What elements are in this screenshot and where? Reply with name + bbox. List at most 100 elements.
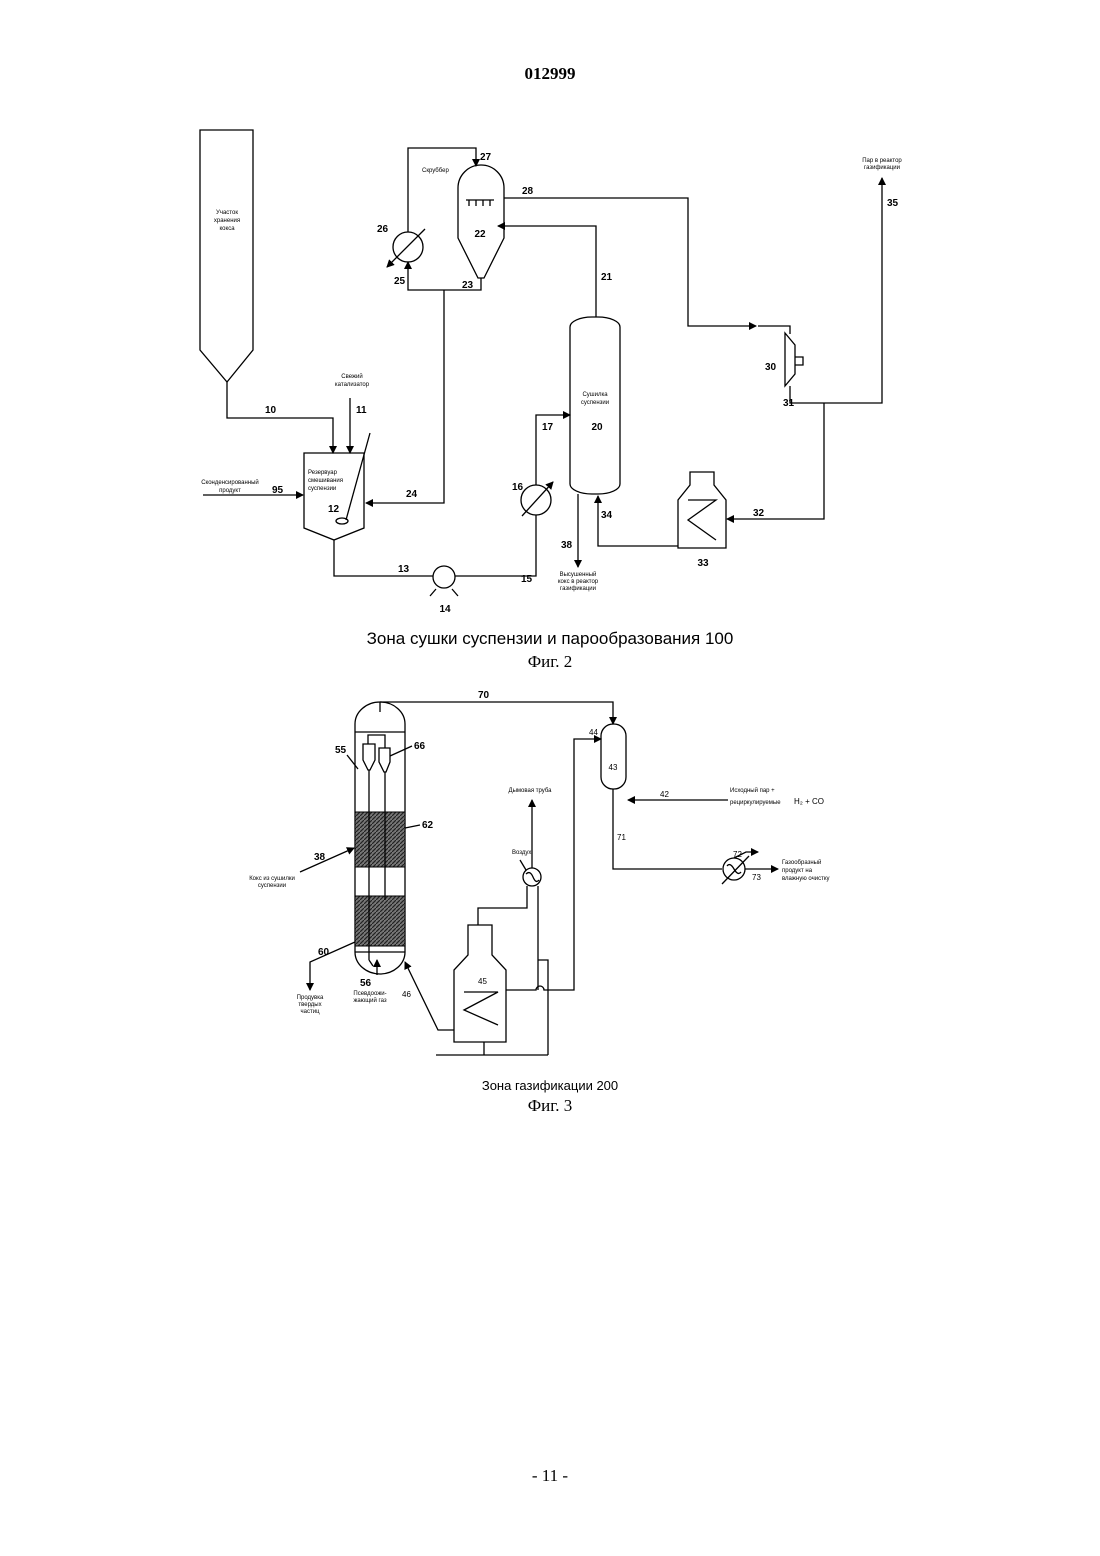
dried-coke-label-3: газификации xyxy=(560,586,596,592)
num-46: 46 xyxy=(402,990,411,999)
num-44: 44 xyxy=(589,728,598,737)
line-24 xyxy=(366,290,444,503)
air-label: Воздух xyxy=(512,850,531,856)
num-21: 21 xyxy=(601,272,613,283)
num-30: 30 xyxy=(765,362,777,373)
dried-coke-label-2: кокс в реактор xyxy=(558,579,599,585)
figure-2-label: Фиг. 2 xyxy=(0,652,1100,672)
gas-product-label-2: продукт на xyxy=(782,868,813,874)
dried-coke-label-1: Высушенный xyxy=(560,571,597,578)
separator-vessel-43 xyxy=(601,724,626,789)
spray-nozzle-icon xyxy=(466,200,494,206)
num-16: 16 xyxy=(512,482,524,493)
fresh-catalyst-label-1: Свежий xyxy=(341,373,362,380)
line-21 xyxy=(498,226,596,317)
heating-coil-icon xyxy=(688,500,716,540)
num-60: 60 xyxy=(318,947,330,958)
purge-label-3: частиц xyxy=(301,1009,321,1015)
num-35: 35 xyxy=(887,198,899,209)
line-13 xyxy=(334,540,433,576)
preheater-coil-icon xyxy=(526,873,539,882)
page-number: - 11 - xyxy=(0,1466,1100,1486)
slurry-mixing-tank xyxy=(304,453,364,540)
coke-storage-silo xyxy=(200,130,253,382)
pump-base xyxy=(430,589,458,596)
num-95: 95 xyxy=(272,485,284,496)
num-25: 25 xyxy=(394,276,406,287)
compressor-shaft xyxy=(758,326,803,365)
line-38-feed xyxy=(300,848,354,872)
fluidizing-gas-label-1: Псевдоожи- xyxy=(353,991,386,997)
coke-from-dryer-label-1: Кокс из сушилки xyxy=(249,876,295,882)
num-27: 27 xyxy=(480,152,492,163)
steam-to-reactor-label-2: газификации xyxy=(864,165,900,171)
line-15 xyxy=(455,515,536,576)
line-preheater-boiler xyxy=(478,886,527,925)
line-32 xyxy=(727,403,824,519)
line-preheater-loop xyxy=(538,886,548,1055)
compressor xyxy=(785,333,795,386)
line-10 xyxy=(227,382,333,453)
dryer-label-1: Сушилка xyxy=(582,392,608,398)
line-46 xyxy=(405,962,454,1030)
num-13: 13 xyxy=(398,564,410,575)
num-23: 23 xyxy=(462,280,474,291)
num-15: 15 xyxy=(521,574,533,585)
num-70: 70 xyxy=(478,690,490,701)
coke-from-dryer-label-2: суспензии xyxy=(258,883,286,889)
num-42: 42 xyxy=(660,790,669,799)
num-43: 43 xyxy=(609,763,618,772)
line-71 xyxy=(613,789,722,869)
line-70 xyxy=(380,702,613,724)
scrubber-label: Скруббер xyxy=(422,168,449,174)
num-22: 22 xyxy=(474,229,486,240)
scrubber-vessel xyxy=(458,165,504,278)
num-10: 10 xyxy=(265,405,277,416)
line-44 xyxy=(560,739,601,990)
mixing-tank-label-3: суспензии xyxy=(308,486,336,492)
num-24: 24 xyxy=(406,489,418,500)
storage-label-3: кокса xyxy=(219,226,235,232)
line-60-purge xyxy=(310,942,355,990)
condensed-product-label-2: продукт xyxy=(219,488,241,494)
fluidizing-gas-label-2: жающий газ xyxy=(353,997,386,1004)
num-11: 11 xyxy=(356,405,367,416)
figure-3-gasification-zone: 55 66 62 38 Кокс из сушилки суспензии 60… xyxy=(249,690,829,1055)
fresh-catalyst-label-2: катализатор xyxy=(335,382,370,388)
num-34: 34 xyxy=(601,510,613,521)
h2co-label: H₂ + CO xyxy=(794,797,824,806)
figure-2-caption: Зона сушки суспензии и парообразования 1… xyxy=(0,629,1100,649)
steam-to-reactor-label-1: Пар в реактор xyxy=(862,158,902,164)
num-38-fig3: 38 xyxy=(314,852,326,863)
loop-upper xyxy=(408,148,476,232)
heater-arrow xyxy=(522,482,553,516)
fluid-bed-lower xyxy=(355,896,405,946)
num-45: 45 xyxy=(478,977,487,986)
num-14: 14 xyxy=(439,604,451,615)
storage-label-2: хранения xyxy=(214,218,240,224)
chimney-label: Дымовая труба xyxy=(509,788,553,794)
num-26: 26 xyxy=(377,224,389,235)
line-boiler-steam xyxy=(506,986,560,990)
num-12: 12 xyxy=(328,504,340,515)
line-35 xyxy=(790,178,882,403)
slurry-pump xyxy=(433,566,455,588)
num-17: 17 xyxy=(542,422,554,433)
scrubber-cooler xyxy=(393,232,423,262)
num-66: 66 xyxy=(414,741,426,752)
pointer-66 xyxy=(390,746,412,756)
mixing-tank-label-2: смешивания xyxy=(308,478,343,484)
line-34 xyxy=(598,496,678,546)
boiler-base-line xyxy=(436,1042,548,1055)
line-28 xyxy=(504,198,756,326)
dryer-label-2: суспензии xyxy=(581,400,609,406)
agitator-blade-icon xyxy=(336,518,348,524)
condensed-product-label-1: Сконденсированный xyxy=(201,479,259,486)
boiler-coil-icon xyxy=(464,992,498,1025)
num-56: 56 xyxy=(360,978,372,989)
num-55: 55 xyxy=(335,745,347,756)
mixing-tank-label-1: Резервуар xyxy=(308,470,338,476)
pointer-62 xyxy=(405,825,420,828)
